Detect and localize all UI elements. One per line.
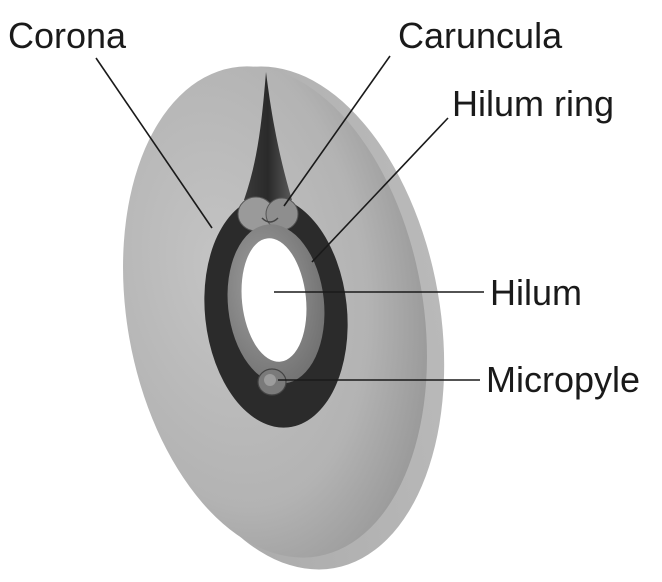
micropyle-label: Micropyle bbox=[486, 359, 640, 400]
caruncula-label: Caruncula bbox=[398, 15, 563, 56]
hilum-ring-label: Hilum ring bbox=[452, 83, 614, 124]
hilum-label: Hilum bbox=[490, 272, 582, 313]
corona-label: Corona bbox=[8, 15, 127, 56]
micropyle-dot bbox=[258, 369, 286, 395]
